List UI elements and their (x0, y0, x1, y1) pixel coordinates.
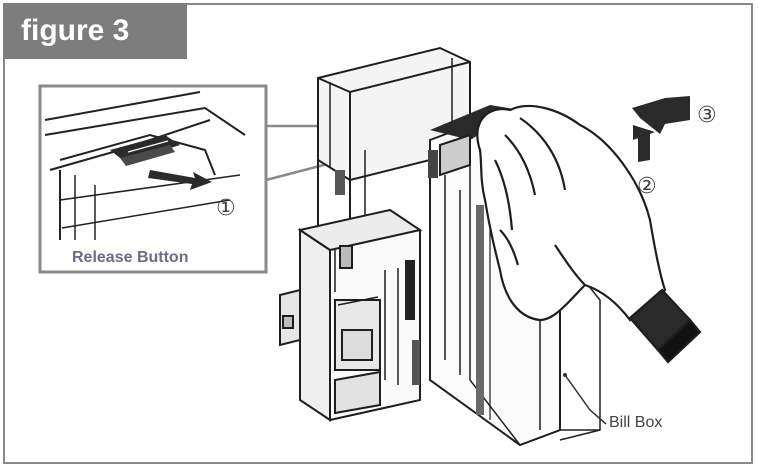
bill-box-label: Bill Box (609, 414, 663, 431)
figure-title: figure 3 (3, 3, 187, 59)
hand-icon (476, 105, 702, 364)
inset-detail (38, 84, 467, 274)
release-button-label: Release Button (72, 249, 189, 266)
bill-box-leader (564, 374, 607, 425)
step-markers: ① ② ③ (216, 103, 717, 221)
step-3-marker: ③ (697, 103, 717, 128)
step-2-marker: ② (637, 174, 657, 199)
bill-validator-unit (279, 46, 601, 447)
step-1-marker: ① (216, 196, 236, 221)
bill-box-leader-dot (563, 373, 567, 377)
direction-arrows (632, 96, 690, 162)
release-button-shape (110, 135, 180, 166)
arrow-icon (148, 170, 212, 190)
